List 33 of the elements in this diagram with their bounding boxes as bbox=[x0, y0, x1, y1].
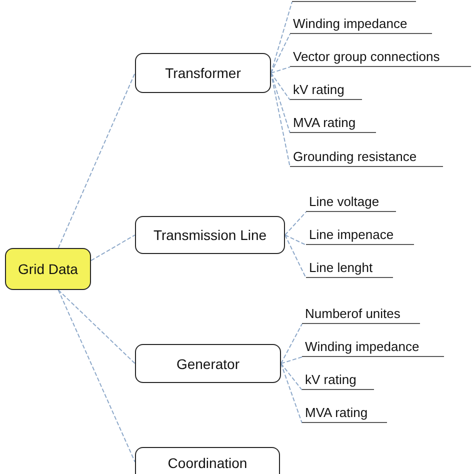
underlined-item: Line impenace bbox=[306, 225, 414, 245]
category-box: Transformer bbox=[135, 53, 271, 93]
category-box: Generator bbox=[135, 344, 281, 383]
connector-line bbox=[90, 234, 136, 262]
connector-line bbox=[58, 290, 136, 364]
underlined-item: MVA rating bbox=[290, 113, 376, 133]
connector-line bbox=[280, 363, 302, 390]
underlined-item: Winding impedance bbox=[302, 337, 444, 357]
underlined-item: Vector group connections bbox=[290, 47, 471, 67]
root-node-box: Grid Data bbox=[5, 248, 91, 290]
connector-line bbox=[270, 72, 290, 134]
underlined-item: Line voltage bbox=[306, 192, 396, 212]
connector-line bbox=[284, 234, 306, 246]
connector-line bbox=[58, 72, 136, 248]
underlined-item: Grounding resistance bbox=[290, 147, 443, 167]
underlined-item: kV rating bbox=[302, 370, 374, 390]
category-box: Coordination bbox=[135, 447, 280, 474]
underlined-item: MVA rating bbox=[302, 403, 387, 423]
connector-line bbox=[270, 34, 290, 74]
underlined-item: Line lenght bbox=[306, 258, 393, 278]
category-box: Transmission Line bbox=[135, 216, 285, 254]
connector-line bbox=[284, 234, 306, 278]
underlined-item: Numberof unites bbox=[302, 304, 420, 324]
connector-line bbox=[284, 212, 306, 236]
connector-line bbox=[58, 290, 136, 462]
connector-line bbox=[270, 72, 290, 100]
connector-line bbox=[280, 363, 302, 424]
connector-line bbox=[280, 356, 302, 364]
connector-line bbox=[280, 324, 302, 364]
underlined-item: kV rating bbox=[290, 80, 362, 100]
connector-line bbox=[270, 66, 290, 74]
underlined-item: Winding impedance bbox=[290, 14, 432, 34]
connector-line bbox=[270, 2, 292, 74]
